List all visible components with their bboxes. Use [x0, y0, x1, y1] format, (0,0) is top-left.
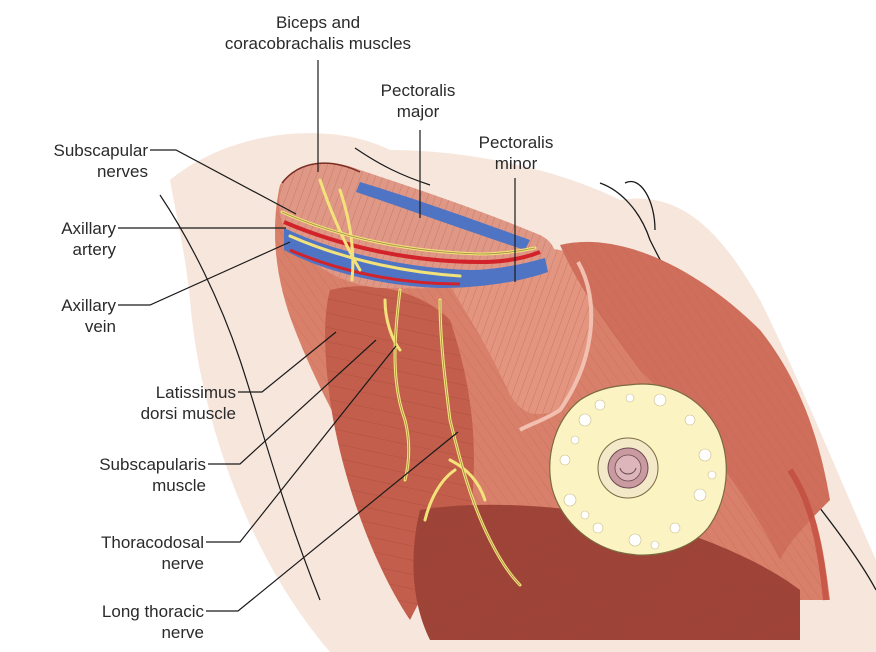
fat-globule [564, 494, 576, 506]
label-axillary-vein: Axillary vein [0, 295, 116, 337]
label-pectoralis-major: Pectoralis major [370, 80, 466, 122]
fat-globule [595, 400, 605, 410]
label-biceps: Biceps and coracobrachalis muscles [208, 12, 428, 54]
fat-globule [579, 414, 591, 426]
nipple-inner [615, 455, 641, 481]
label-subscapular-nerves: Subscapular nerves [0, 140, 148, 182]
label-subscapularis: Subscapularis muscle [0, 454, 206, 496]
label-long-thoracic-nerve: Long thoracic nerve [0, 601, 204, 643]
fat-globule [560, 455, 570, 465]
fat-globule [694, 489, 706, 501]
fat-globule [654, 394, 666, 406]
fat-globule [670, 523, 680, 533]
fat-globule [685, 415, 695, 425]
fat-globule [708, 471, 716, 479]
fat-globule [571, 436, 579, 444]
fat-globule [626, 394, 634, 402]
fat-globule [581, 511, 589, 519]
fat-globule [629, 534, 641, 546]
label-latissimus-dorsi: Latissimus dorsi muscle [0, 382, 236, 424]
label-pectoralis-minor: Pectoralis minor [468, 132, 564, 174]
fat-globule [651, 541, 659, 549]
fat-globule [699, 449, 711, 461]
fat-globule [593, 523, 603, 533]
label-thoracodorsal-nerve: Thoracodosal nerve [0, 532, 204, 574]
label-axillary-artery: Axillary artery [0, 218, 116, 260]
